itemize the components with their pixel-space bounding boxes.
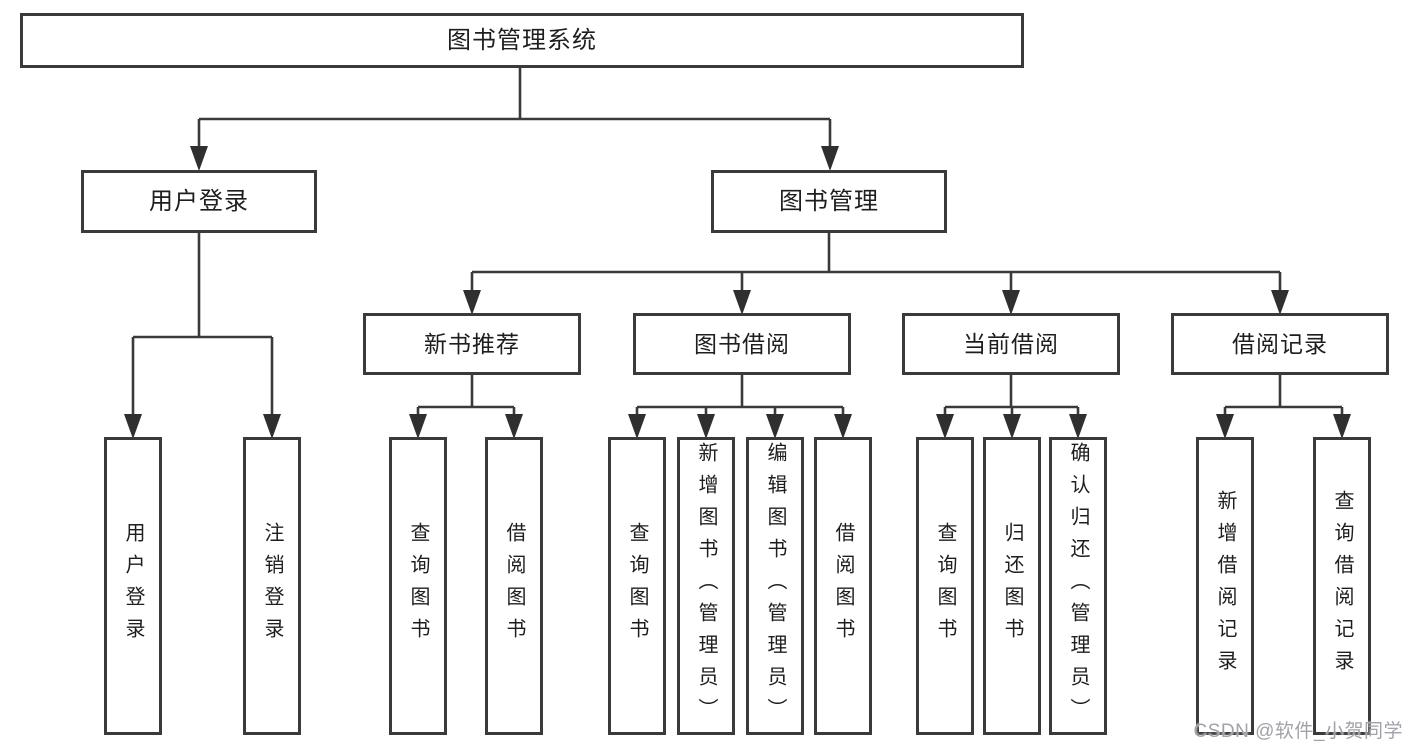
node-current-borrow: 当前借阅 [902,313,1120,375]
arrowhead [1333,414,1351,439]
arrowhead [1069,414,1087,439]
node-label: 新增图书（管理员） [695,442,717,730]
leaf-borrow-edit-books-admin: 编辑图书（管理员） [746,437,804,735]
arrowhead [834,414,852,439]
leaf-current-query-books: 查询图书 [916,437,974,735]
leaf-borrow-add-books-admin: 新增图书（管理员） [677,437,735,735]
node-label: 当前借阅 [963,330,1059,357]
arrowhead [463,290,481,315]
edge-book-management-branch [470,233,1282,308]
leaf-user-login: 用户登录 [104,437,162,735]
node-new-book-recommend: 新书推荐 [363,313,581,375]
arrowhead [1003,414,1021,439]
arrowhead [263,414,281,439]
node-label: 注销登录 [261,522,283,650]
node-borrow-record: 借阅记录 [1171,313,1389,375]
arrowhead [766,414,784,439]
arrowhead [821,146,839,171]
node-book-management: 图书管理 [711,170,947,233]
node-label: 查询图书 [407,522,429,650]
arrowhead [697,414,715,439]
node-user-login: 用户登录 [81,170,317,233]
node-label: 借阅记录 [1232,330,1328,357]
edge-borrow-record-branch [1223,375,1344,432]
node-label: 新增借阅记录 [1214,490,1236,682]
leaf-borrow-query-books: 查询图书 [608,437,666,735]
node-label: 查询借阅记录 [1331,490,1353,682]
edge-user-login-branch [131,233,274,432]
edge-root-trunk [197,68,832,164]
leaf-recommend-borrow-books: 借阅图书 [485,437,543,735]
node-label: 编辑图书（管理员） [764,442,786,730]
arrowhead [409,414,427,439]
leaf-record-query: 查询借阅记录 [1313,437,1371,735]
node-label: 用户登录 [149,187,249,215]
node-label: 查询图书 [934,522,956,650]
arrowhead [733,290,751,315]
edge-new-book-recommend-branch [416,375,516,432]
leaf-record-add: 新增借阅记录 [1196,437,1254,735]
node-label: 查询图书 [626,522,648,650]
node-label: 借阅图书 [503,522,525,650]
csdn-watermark: CSDN @软件_小贺同学 [1193,721,1403,742]
leaf-logout: 注销登录 [243,437,301,735]
node-root-system: 图书管理系统 [20,13,1024,68]
node-label: 图书借阅 [694,330,790,357]
node-label: 新书推荐 [424,330,520,357]
leaf-current-confirm-return-admin: 确认归还（管理员） [1049,437,1107,735]
arrowhead [505,414,523,439]
node-label: 图书管理 [779,187,879,215]
node-label: 确认归还（管理员） [1067,442,1089,730]
leaf-recommend-query-books: 查询图书 [389,437,447,735]
arrowhead [1002,290,1020,315]
node-book-borrow: 图书借阅 [633,313,851,375]
node-label: 用户登录 [122,522,144,650]
edge-book-borrow-branch [635,375,845,432]
node-label: 借阅图书 [832,522,854,650]
arrowhead [1216,414,1234,439]
arrowhead [124,414,142,439]
leaf-current-return-books: 归还图书 [983,437,1041,735]
node-label: 图书管理系统 [447,26,597,54]
arrowhead [936,414,954,439]
arrowhead [1271,290,1289,315]
node-label: 归还图书 [1001,522,1023,650]
arrowhead [628,414,646,439]
leaf-borrow-borrow-books: 借阅图书 [814,437,872,735]
arrowhead [190,146,208,171]
